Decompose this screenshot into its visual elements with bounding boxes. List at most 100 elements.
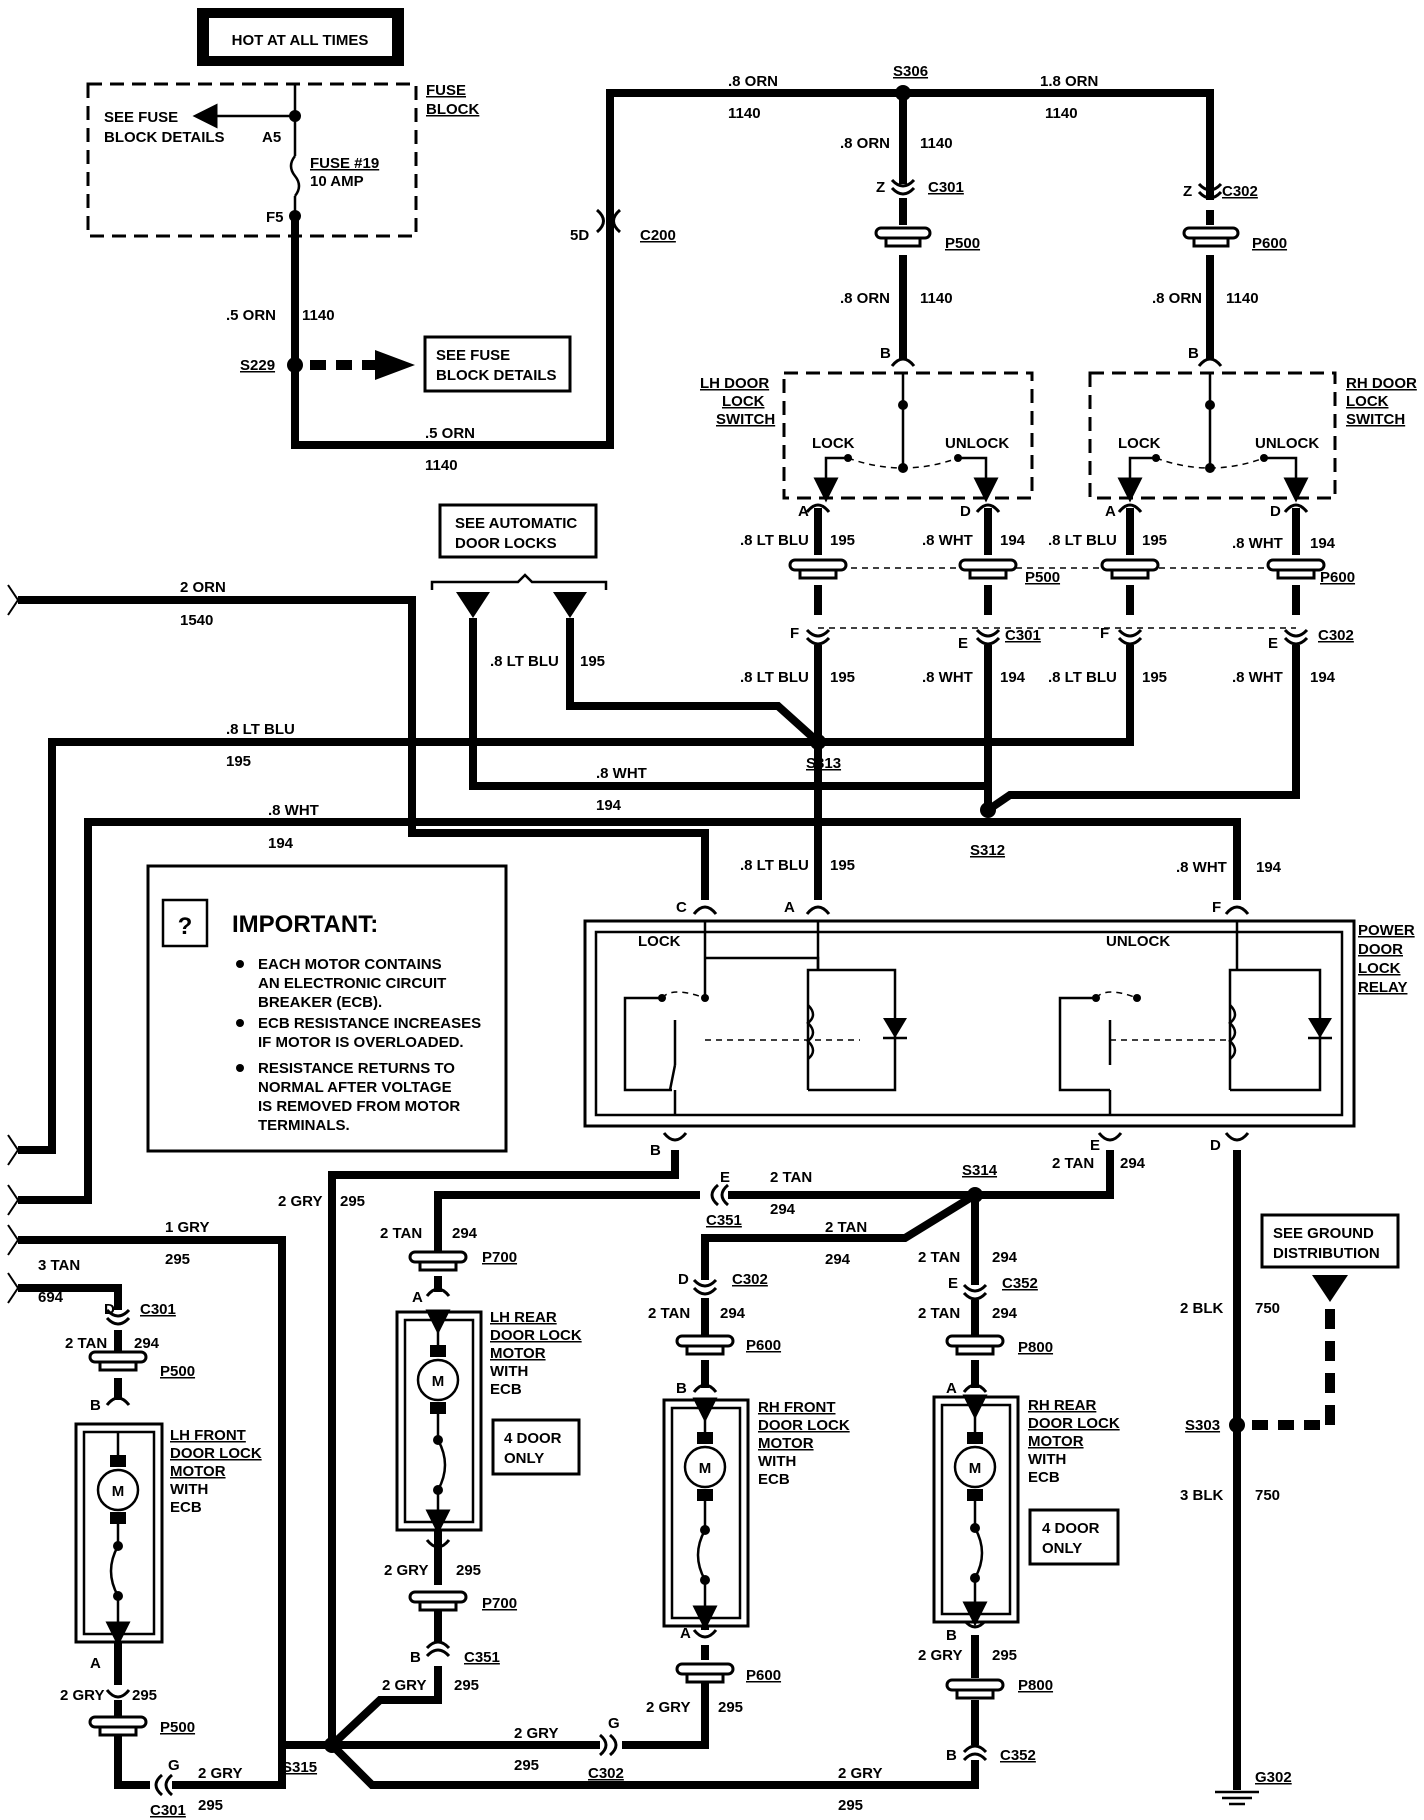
diode-icon (1308, 1018, 1332, 1038)
svg-text:D: D (1270, 503, 1281, 520)
svg-text:3 TAN: 3 TAN (38, 1257, 80, 1274)
arrow-icon (553, 592, 587, 618)
svg-text:.8 ORN: .8 ORN (728, 73, 778, 90)
svg-text:LOCK: LOCK (638, 933, 681, 950)
svg-text:2 TAN: 2 TAN (918, 1305, 960, 1322)
svg-text:A: A (90, 1655, 101, 1672)
svg-text:C302: C302 (732, 1271, 768, 1288)
motor-icon (953, 1445, 997, 1489)
svg-text:2 GRY: 2 GRY (60, 1687, 104, 1704)
lh-door-lock-switch: LH DOOR LOCK SWITCH LOCK UNLOCK (700, 371, 1034, 503)
svg-text:LOCK: LOCK (812, 435, 855, 452)
svg-text:194: 194 (1310, 669, 1336, 686)
hot-at-all-times-box: HOT AT ALL TIMES (197, 8, 404, 66)
svg-text:294: 294 (992, 1305, 1018, 1322)
relay-coil-icon (1228, 1004, 1237, 1060)
fuse-block: FUSE BLOCK SEE FUSE BLOCK DETAILS A5 FUS… (86, 82, 479, 238)
svg-text:.8 LT BLU: .8 LT BLU (740, 857, 809, 874)
svg-text:E: E (720, 1169, 730, 1186)
svg-text:4 DOOR: 4 DOOR (504, 1430, 562, 1447)
svg-text:SWITCH: SWITCH (1346, 411, 1405, 428)
svg-text:295: 295 (838, 1797, 863, 1814)
motor-icon (683, 1445, 727, 1489)
svg-text:A: A (946, 1380, 957, 1397)
see-fuse-details-1: SEE FUSE (104, 109, 178, 126)
svg-text:MOTOR: MOTOR (170, 1463, 226, 1480)
svg-text:S229: S229 (240, 357, 275, 374)
svg-text:295: 295 (340, 1193, 365, 1210)
svg-text:194: 194 (268, 835, 294, 852)
svg-text:295: 295 (198, 1797, 223, 1814)
svg-text:D: D (104, 1301, 115, 1318)
motor-icon (416, 1358, 460, 1402)
svg-text:.8 LT BLU: .8 LT BLU (740, 669, 809, 686)
svg-text:FUSE #19: FUSE #19 (310, 155, 379, 172)
svg-text:B: B (90, 1397, 101, 1414)
svg-text:DOOR LOCK: DOOR LOCK (170, 1445, 262, 1462)
svg-text:ONLY: ONLY (504, 1450, 544, 1467)
svg-text:S314: S314 (962, 1162, 998, 1179)
svg-text:F: F (1212, 899, 1221, 916)
svg-text:195: 195 (1142, 532, 1167, 549)
motor-icon (96, 1468, 140, 1512)
switch-output-wires: A D A D .8 LT BLU 195 .8 WHT 194 .8 LT B… (740, 503, 1355, 814)
svg-text:E: E (948, 1275, 958, 1292)
svg-text:C352: C352 (1002, 1275, 1038, 1292)
see-ground-distribution-box (1260, 1213, 1400, 1269)
svg-text:10 AMP: 10 AMP (310, 173, 364, 190)
svg-text:3 BLK: 3 BLK (1180, 1487, 1224, 1504)
svg-text:B: B (410, 1649, 421, 1666)
svg-text:2 TAN: 2 TAN (380, 1225, 422, 1242)
svg-text:P600: P600 (746, 1337, 781, 1354)
svg-text:294: 294 (452, 1225, 478, 1242)
svg-text:ECB: ECB (490, 1381, 522, 1398)
svg-text:295: 295 (992, 1647, 1017, 1664)
svg-text:2 ORN: 2 ORN (180, 579, 226, 596)
svg-text:1140: 1140 (728, 105, 761, 122)
svg-text:M: M (969, 1460, 982, 1477)
lh-front-motor-group: D C301 2 TAN 294 P500 B M LH FRONT DOOR … (60, 1301, 262, 1760)
svg-text:294: 294 (770, 1201, 796, 1218)
svg-text:DOOR LOCKS: DOOR LOCKS (455, 535, 557, 552)
svg-text:1140: 1140 (920, 135, 953, 152)
svg-text:S315: S315 (282, 1759, 317, 1776)
svg-text:WITH: WITH (490, 1363, 528, 1380)
svg-text:RH REAR: RH REAR (1028, 1397, 1097, 1414)
svg-text:1540: 1540 (180, 612, 213, 629)
svg-text:.8 WHT: .8 WHT (596, 765, 647, 782)
svg-text:P500: P500 (945, 235, 980, 252)
svg-text:LH REAR: LH REAR (490, 1309, 557, 1326)
svg-text:SEE FUSE: SEE FUSE (436, 347, 510, 364)
svg-text:AN ELECTRONIC CIRCUIT: AN ELECTRONIC CIRCUIT (258, 975, 446, 992)
svg-text:294: 294 (720, 1305, 746, 1322)
svg-text:ECB: ECB (758, 1471, 790, 1488)
svg-text:294: 294 (1120, 1155, 1146, 1172)
svg-text:Z: Z (876, 179, 885, 196)
svg-text:SEE GROUND: SEE GROUND (1273, 1225, 1374, 1242)
svg-text:295: 295 (456, 1562, 481, 1579)
svg-text:A5: A5 (262, 129, 281, 146)
svg-text:2 TAN: 2 TAN (770, 1169, 812, 1186)
svg-text:C: C (676, 899, 687, 916)
svg-text:194: 194 (1310, 535, 1336, 552)
svg-text:UNLOCK: UNLOCK (1106, 933, 1170, 950)
svg-text:LOCK: LOCK (1358, 960, 1401, 977)
svg-text:194: 194 (1256, 859, 1282, 876)
svg-text:294: 294 (992, 1249, 1018, 1266)
svg-text:.8 ORN: .8 ORN (840, 135, 890, 152)
svg-text:UNLOCK: UNLOCK (945, 435, 1009, 452)
svg-text:P600: P600 (746, 1667, 781, 1684)
svg-text:P700: P700 (482, 1249, 517, 1266)
svg-text:RELAY: RELAY (1358, 979, 1407, 996)
svg-text:HOT AT ALL TIMES: HOT AT ALL TIMES (232, 32, 369, 49)
svg-text:MOTOR: MOTOR (490, 1345, 546, 1362)
svg-text:G: G (608, 1715, 620, 1732)
svg-text:A: A (680, 1625, 691, 1642)
svg-text:ONLY: ONLY (1042, 1540, 1082, 1557)
svg-text:BREAKER (ECB).: BREAKER (ECB). (258, 994, 382, 1011)
svg-text:RH DOOR: RH DOOR (1346, 375, 1417, 392)
svg-text:P600: P600 (1252, 235, 1287, 252)
svg-text:2 GRY: 2 GRY (384, 1562, 428, 1579)
svg-text:194: 194 (596, 797, 622, 814)
svg-text:C301: C301 (150, 1802, 186, 1819)
